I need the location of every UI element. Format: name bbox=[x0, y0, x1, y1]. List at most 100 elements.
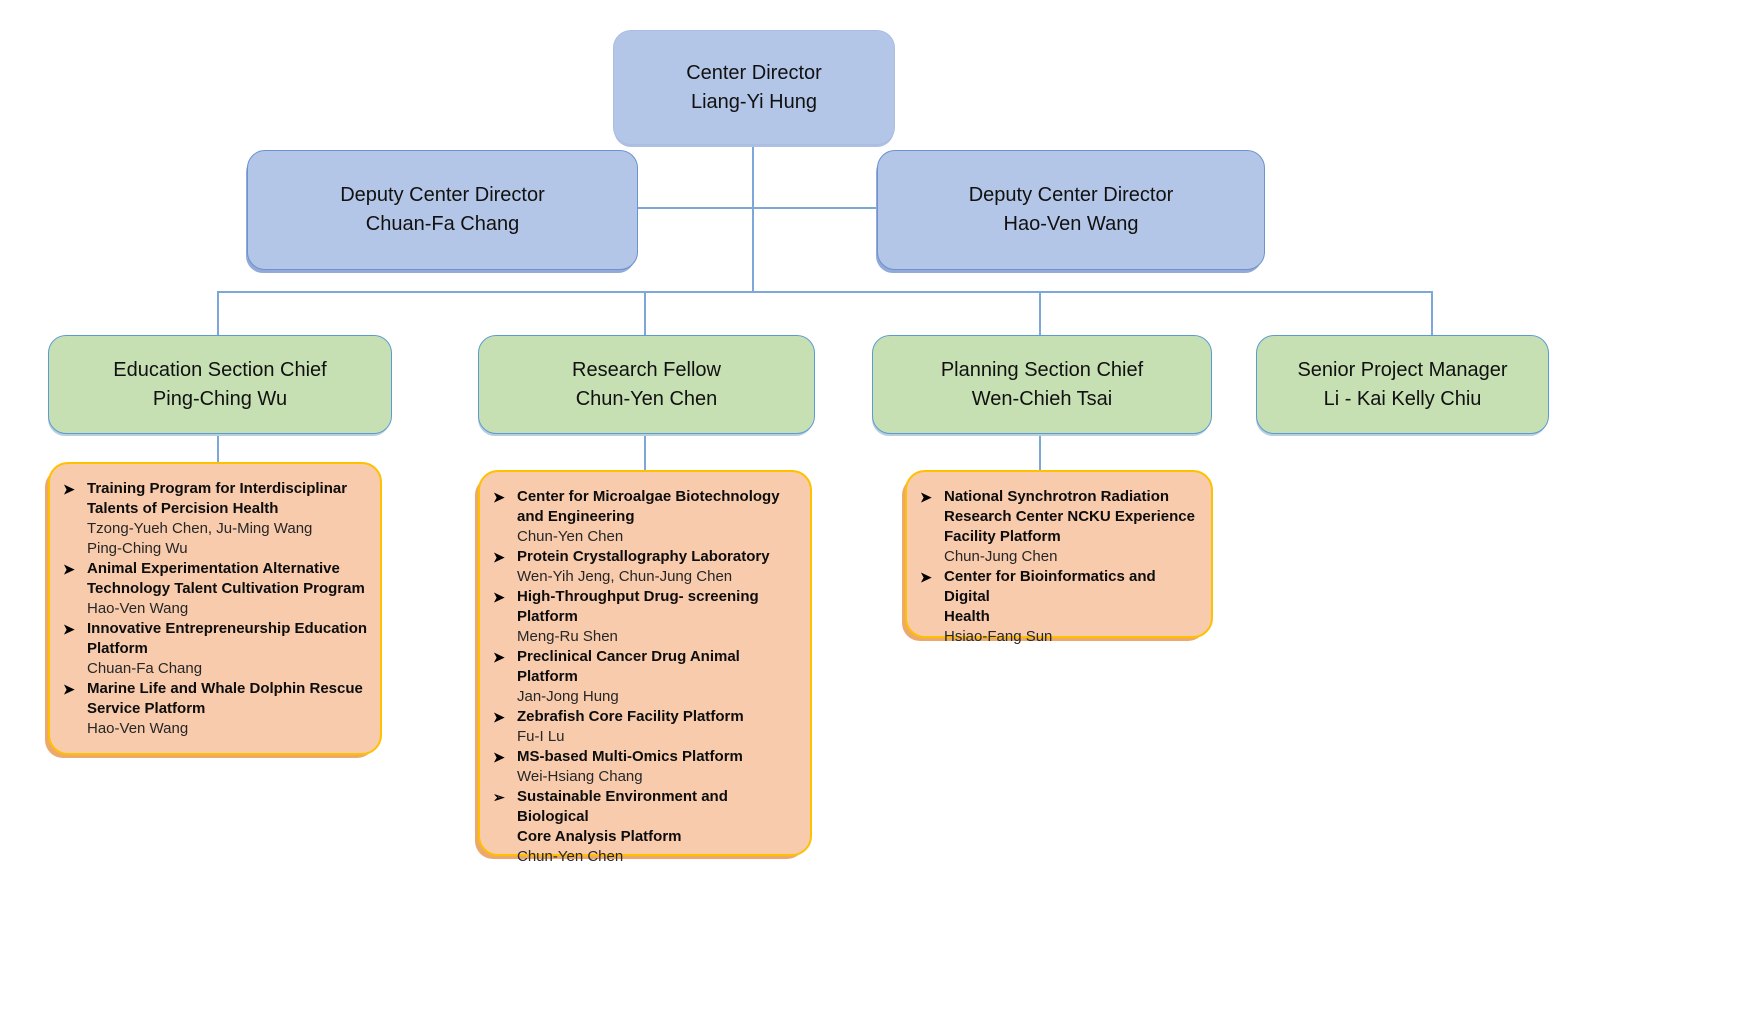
platform-title-line: MS-based Multi-Omics Platform bbox=[517, 748, 743, 765]
node-person: Wen-Chieh Tsai bbox=[971, 387, 1113, 410]
node-person: Li - Kai Kelly Chiu bbox=[1323, 387, 1482, 410]
platform-title-line: Research Center NCKU Experience bbox=[944, 508, 1195, 525]
platform-title-line: High-Throughput Drug- screening bbox=[517, 588, 759, 605]
arrow-bullet-icon: ➤ bbox=[63, 561, 75, 577]
connector-line bbox=[636, 207, 877, 209]
arrow-bullet-icon: ➤ bbox=[920, 569, 932, 585]
arrow-bullet-icon: ➤ bbox=[493, 489, 505, 505]
platform-title-line: Talents of Percision Health bbox=[87, 500, 279, 517]
connector-line bbox=[217, 432, 219, 462]
platform-title-line: Sustainable Environment and Biological bbox=[517, 788, 728, 825]
node-senior-project-manager: Senior Project Manager Li - Kai Kelly Ch… bbox=[1256, 335, 1549, 434]
arrow-bullet-icon: ➤ bbox=[493, 649, 505, 665]
node-title: Deputy Center Director bbox=[968, 184, 1174, 206]
platform-title-line: Center for Microalgae Biotechnology bbox=[517, 488, 780, 505]
arrow-bullet-icon: ➤ bbox=[63, 481, 75, 497]
platform-item: ➤ Preclinical Cancer Drug Animal Platform… bbox=[493, 647, 802, 707]
platform-title-line: Technology Talent Cultivation Program bbox=[87, 580, 365, 597]
platform-title-line: Health bbox=[944, 608, 990, 625]
node-title: Senior Project Manager bbox=[1297, 358, 1508, 381]
platform-title-line: Marine Life and Whale Dolphin Rescue bbox=[87, 680, 363, 697]
node-research-fellow: Research Fellow Chun-Yen Chen bbox=[478, 335, 815, 434]
platform-person: Tzong-Yueh Chen, Ju-Ming Wang bbox=[87, 520, 313, 537]
node-person: Hao-Ven Wang bbox=[1003, 213, 1139, 235]
platform-person: Chun-Yen Chen bbox=[517, 528, 624, 545]
arrow-bullet-icon: ➤ bbox=[493, 749, 505, 765]
node-person: Chuan-Fa Chang bbox=[365, 213, 520, 235]
platform-person: Chuan-Fa Chang bbox=[87, 660, 203, 677]
node-person: Liang-Yi Hung bbox=[690, 90, 817, 113]
platform-person: Hao-Ven Wang bbox=[87, 600, 189, 617]
platform-title-line: Platform bbox=[87, 640, 148, 657]
arrow-bullet-icon: ➢ bbox=[493, 789, 505, 805]
connector-line bbox=[1039, 432, 1041, 470]
node-title: Center Director bbox=[686, 61, 822, 84]
node-title: Education Section Chief bbox=[113, 358, 327, 381]
connector-line bbox=[217, 291, 219, 335]
platform-title-line: and Engineering bbox=[517, 508, 635, 525]
node-planning-section-chief: Planning Section Chief Wen-Chieh Tsai bbox=[872, 335, 1212, 434]
platform-title-line: Core Analysis Platform bbox=[517, 828, 682, 845]
connector-line bbox=[1431, 291, 1433, 335]
platform-title-line: Animal Experimentation Alternative bbox=[87, 560, 340, 577]
node-center-director: Center Director Liang-Yi Hung bbox=[613, 30, 895, 145]
platform-title-line: Zebrafish Core Facility Platform bbox=[517, 708, 744, 725]
platform-title-line: National Synchrotron Radiation bbox=[944, 488, 1170, 505]
arrow-bullet-icon: ➤ bbox=[63, 681, 75, 697]
node-person: Chun-Yen Chen bbox=[575, 387, 718, 410]
connector-line bbox=[644, 432, 646, 470]
platform-title-line: Training Program for Interdisciplinar bbox=[87, 480, 348, 497]
platform-title-line: Facility Platform bbox=[944, 528, 1061, 545]
platform-person: Wen-Yih Jeng, Chun-Jung Chen bbox=[517, 568, 733, 585]
node-title: Research Fellow bbox=[572, 358, 721, 381]
platform-item-body: Center for Microalgae Biotechnology and E… bbox=[517, 487, 802, 547]
platform-person: Chun-Jung Chen bbox=[944, 548, 1058, 565]
arrow-bullet-icon: ➤ bbox=[493, 549, 505, 565]
connector-line bbox=[644, 291, 646, 335]
platform-item: ➤ Center for Microalgae Biotechnology and … bbox=[493, 487, 802, 547]
platform-title-line: Preclinical Cancer Drug Animal Platform bbox=[517, 648, 740, 685]
platform-person: Chun-Yen Chen bbox=[517, 848, 624, 865]
platform-title-line: Innovative Entrepreneurship Education bbox=[87, 620, 368, 637]
platform-person: Jan-Jong Hung bbox=[517, 688, 619, 705]
platform-person: Fu-I Lu bbox=[517, 728, 565, 745]
node-title: Deputy Center Director bbox=[340, 184, 545, 206]
platform-title-line: Platform bbox=[517, 608, 578, 625]
node-deputy-director-2: Deputy Center Director Hao-Ven Wang bbox=[877, 150, 1265, 270]
platform-person: Hsiao-Fang Sun bbox=[944, 628, 1053, 645]
platform-person: Hao-Ven Wang bbox=[87, 720, 189, 737]
node-title: Planning Section Chief bbox=[940, 358, 1144, 381]
platform-title-line: Protein Crystallography Laboratory bbox=[517, 548, 770, 565]
arrow-bullet-icon: ➤ bbox=[493, 589, 505, 605]
research-platforms-panel: ➤ Center for Microalgae Biotechnology and … bbox=[478, 470, 812, 865]
connector-line bbox=[1039, 291, 1041, 335]
arrow-bullet-icon: ➤ bbox=[63, 621, 75, 637]
node-person: Ping-Ching Wu bbox=[152, 387, 288, 410]
platform-person: Ping-Ching Wu bbox=[87, 540, 188, 557]
platform-title-line: Center for Bioinformatics and Digital bbox=[944, 568, 1156, 605]
arrow-bullet-icon: ➤ bbox=[493, 709, 505, 725]
platform-title-line: Service Platform bbox=[87, 700, 206, 717]
